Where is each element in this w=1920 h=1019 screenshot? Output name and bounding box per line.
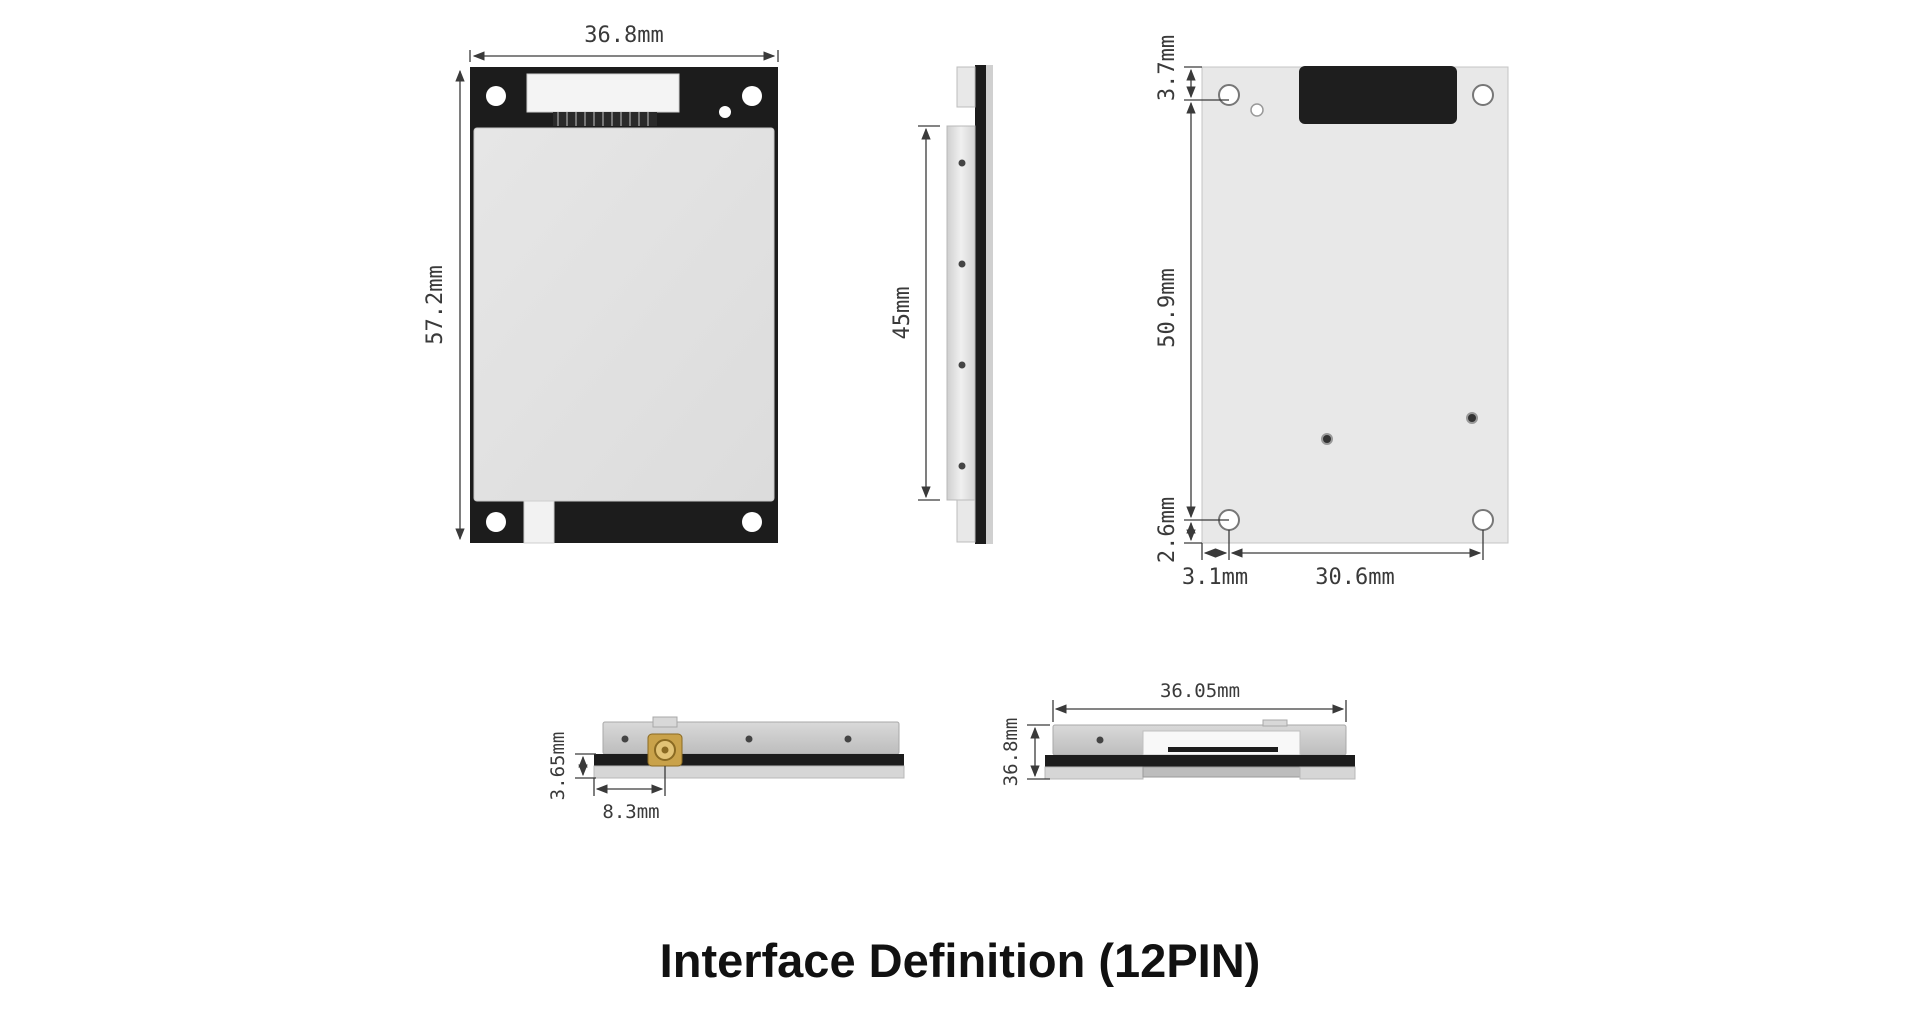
br-base-left: [1044, 766, 1144, 780]
back-connector-cutout: [1299, 66, 1457, 124]
front-connector-pins: [553, 112, 657, 126]
side-shield: [946, 125, 976, 501]
back-screw: [1321, 433, 1333, 445]
front-mount-hole: [486, 512, 506, 532]
side-edge: [986, 65, 993, 544]
side-view: 45mm: [890, 65, 993, 544]
front-bottom-connector: [523, 500, 555, 544]
dim-front-width: 36.8mm: [584, 23, 663, 48]
dim-back-width: 30.6mm: [1315, 565, 1394, 590]
dim-br-width: 36.05mm: [1160, 680, 1240, 702]
dim-br-thickness: 36.8mm: [1000, 718, 1022, 787]
dim-bl-thickness: 3.65mm: [547, 732, 569, 801]
dim-front-height: 57.2mm: [423, 265, 448, 344]
dim-back-bottom: 2.6mm: [1155, 497, 1180, 563]
side-screw: [958, 462, 966, 470]
front-shield-can: [473, 127, 775, 502]
side-bottom-connector: [956, 499, 976, 543]
dim-bl-offset: 8.3mm: [602, 801, 659, 823]
bottom-left-view: 3.65mm 8.3mm: [547, 716, 905, 823]
dim-side-height: 45mm: [890, 287, 915, 340]
front-mount-hole: [742, 86, 762, 106]
diagram-title: Interface Definition (12PIN): [660, 934, 1261, 987]
back-screw: [1466, 412, 1478, 424]
bl-base: [593, 765, 905, 779]
front-mount-hole: [486, 86, 506, 106]
bl-screw: [844, 735, 852, 743]
br-pcb: [1045, 755, 1355, 767]
side-screw: [958, 361, 966, 369]
dim-back-top: 3.7mm: [1155, 35, 1180, 101]
br-screw: [1096, 736, 1104, 744]
side-screw: [958, 159, 966, 167]
front-small-hole: [719, 106, 731, 118]
back-small-hole: [1250, 103, 1264, 117]
side-screw: [958, 260, 966, 268]
br-base-mid: [1142, 766, 1301, 778]
bl-screw: [621, 735, 629, 743]
side-pcb: [975, 65, 986, 544]
dim-back-left: 3.1mm: [1182, 565, 1248, 590]
br-connector-slot: [1168, 747, 1278, 752]
br-tab: [1262, 719, 1288, 727]
back-mount-hole: [1218, 84, 1240, 106]
front-top-connector: [526, 73, 680, 113]
back-mount-hole: [1472, 84, 1494, 106]
front-view: 36.8mm 57.2mm: [423, 23, 779, 544]
ufl-antenna-connector: [647, 733, 683, 767]
back-view: 3.7mm 50.9mm 2.6mm 3.1mm 30.6mm: [1155, 35, 1509, 590]
dim-back-span: 50.9mm: [1155, 268, 1180, 347]
back-shield: [1201, 66, 1509, 544]
br-base-right: [1299, 766, 1356, 780]
bl-tab: [652, 716, 678, 728]
side-top-connector: [956, 66, 976, 108]
back-mount-hole: [1472, 509, 1494, 531]
bl-screw: [745, 735, 753, 743]
bottom-right-view: 36.05mm 36.8mm: [1000, 680, 1356, 787]
front-mount-hole: [742, 512, 762, 532]
bl-pcb: [594, 754, 904, 766]
